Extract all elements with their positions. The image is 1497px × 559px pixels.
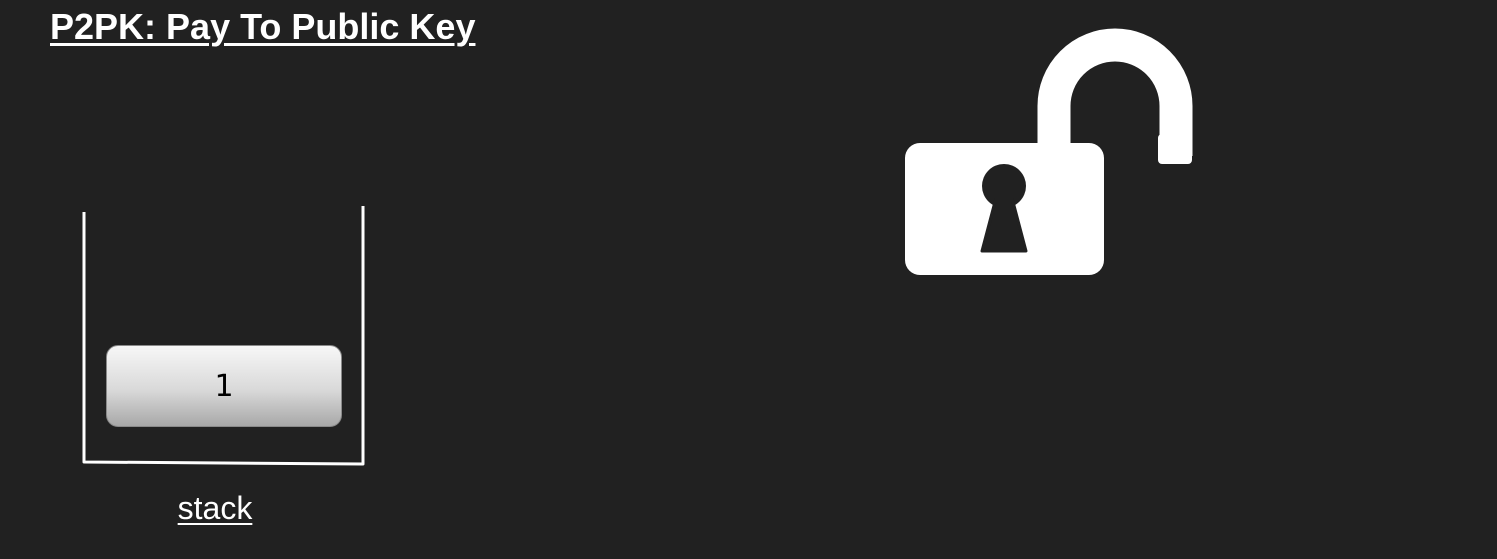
stack-item[interactable]: 1 (106, 345, 342, 427)
keyhole-slot (980, 196, 1028, 253)
shackle-tip (1158, 134, 1192, 164)
page-title: P2PK: Pay To Public Key (50, 6, 476, 47)
stack-label: stack (177, 490, 253, 526)
keyhole-circle (982, 164, 1026, 208)
stack-container (82, 206, 365, 466)
stack-outline (82, 206, 365, 466)
padlock-shackle (1037, 28, 1193, 156)
unlocked-padlock-icon (905, 28, 1193, 275)
